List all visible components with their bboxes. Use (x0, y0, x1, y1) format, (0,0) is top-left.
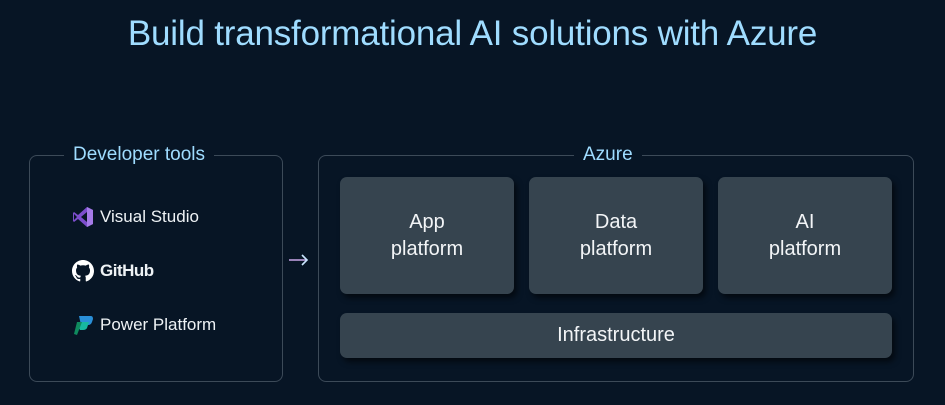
tile-label-line2: platform (579, 237, 653, 260)
data-platform-tile: Data platform (529, 177, 703, 294)
power-platform-icon (72, 314, 94, 336)
slide-title: Build transformational AI solutions with… (127, 14, 818, 53)
github-icon (72, 260, 94, 282)
tool-visual-studio: Visual Studio (72, 206, 199, 228)
tile-label-line1: App (409, 210, 445, 233)
azure-heading: Azure (574, 143, 642, 167)
tool-github: GitHub (72, 260, 154, 282)
tile-label-line2: platform (768, 237, 842, 260)
infrastructure-tile: Infrastructure (340, 313, 892, 358)
arrow-right-icon (287, 253, 311, 267)
visual-studio-icon (72, 206, 94, 228)
developer-tools-group: Developer tools Visual Studio GitHub (29, 143, 283, 382)
azure-group: Azure App platform Data platform AI plat… (318, 143, 914, 382)
tile-label-line1: Data (594, 210, 638, 233)
tool-label: GitHub (100, 261, 154, 280)
tile-label-line1: AI (795, 210, 815, 233)
developer-tools-heading: Developer tools (64, 143, 215, 167)
tool-label: Visual Studio (100, 207, 199, 226)
tool-power-platform: Power Platform (72, 314, 216, 336)
ai-platform-tile: AI platform (718, 177, 892, 294)
tool-label: Power Platform (100, 315, 217, 334)
tile-label-line2: platform (390, 237, 464, 260)
infrastructure-label: Infrastructure (557, 324, 675, 346)
app-platform-tile: App platform (340, 177, 514, 294)
